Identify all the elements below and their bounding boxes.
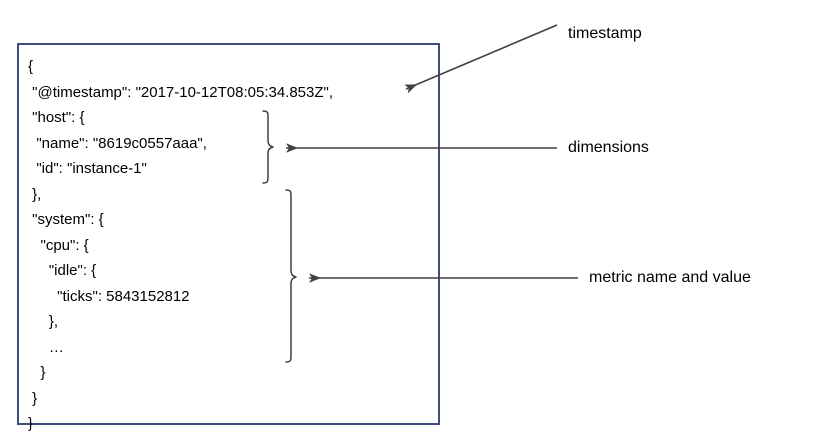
json-document-text: { "@timestamp": "2017-10-12T08:05:34.853… bbox=[28, 58, 334, 432]
annotation-label-metric: metric name and value bbox=[589, 269, 751, 286]
json-document-box bbox=[17, 43, 440, 425]
annotation-label-dimensions: dimensions bbox=[568, 139, 649, 156]
annotation-label-timestamp: timestamp bbox=[568, 25, 642, 42]
